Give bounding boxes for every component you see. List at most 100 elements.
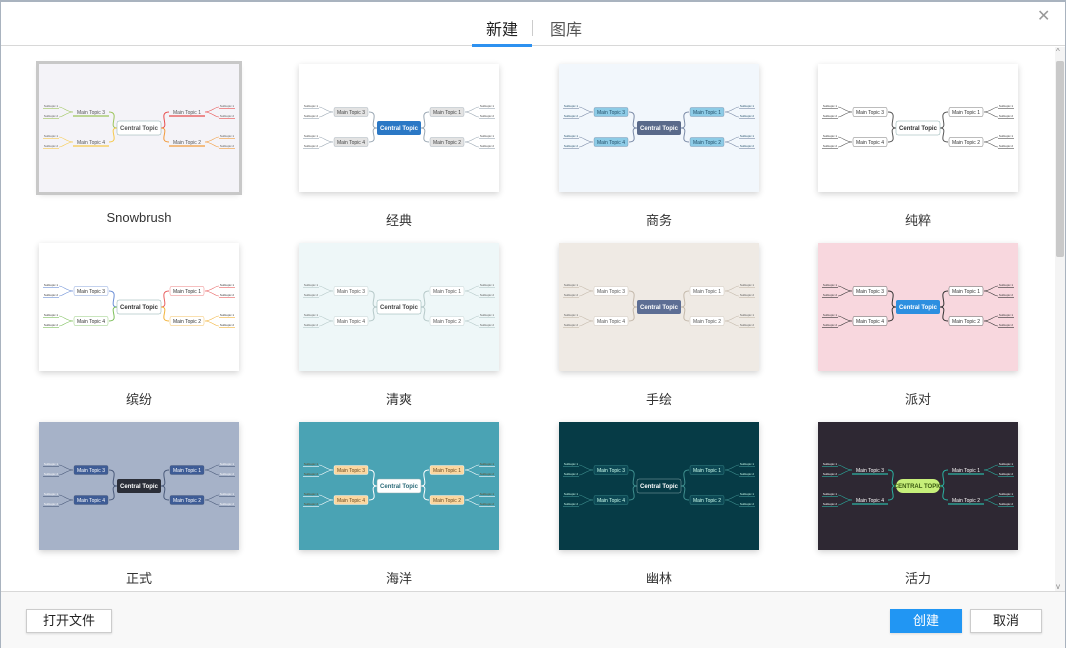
template-name[interactable]: Snowbrush <box>106 210 172 225</box>
branch-line <box>108 485 118 501</box>
sub-branch-line <box>578 499 594 506</box>
scroll-down-icon[interactable]: v <box>1056 582 1060 591</box>
template-name[interactable]: 派对 <box>904 392 931 407</box>
sub-branch-line <box>837 111 853 118</box>
subtopic-label: Subtopic 2 <box>44 144 59 148</box>
subtopic-label: Subtopic 1 <box>999 104 1014 108</box>
cancel-button[interactable]: 取消 <box>970 609 1042 633</box>
scrollbar[interactable]: ^ v <box>1055 47 1065 591</box>
branch-line <box>368 485 378 501</box>
branch-line <box>108 127 118 143</box>
subtopic-label: Subtopic 2 <box>564 502 579 506</box>
branch-line <box>680 111 690 129</box>
template-name[interactable]: 经典 <box>385 213 412 228</box>
subtopic-label: Subtopic 2 <box>220 293 235 297</box>
subtopic-label: Subtopic 1 <box>740 104 755 108</box>
sub-branch-line <box>983 111 999 118</box>
main-topic-label: Main Topic 2 <box>173 498 201 504</box>
branch-line <box>160 485 170 501</box>
sub-branch-line <box>204 141 220 148</box>
main-topic-label: Main Topic 1 <box>173 468 201 474</box>
central-topic-box <box>636 478 682 494</box>
template-name[interactable]: 幽林 <box>645 571 672 586</box>
template-name[interactable]: 海洋 <box>385 571 412 586</box>
sub-branch-line <box>837 290 853 297</box>
template-name[interactable]: 手绘 <box>645 392 672 407</box>
subtopic-label: Subtopic 2 <box>304 323 319 327</box>
subtopic-label: Subtopic 2 <box>999 472 1014 476</box>
subtopic-label: Subtopic 1 <box>44 313 59 317</box>
subtopic-label: Subtopic 2 <box>304 114 319 118</box>
branch-line <box>628 469 638 487</box>
main-topic-label: Main Topic 2 <box>693 498 721 504</box>
subtopic-label: Subtopic 1 <box>823 134 838 138</box>
scrollbar-thumb[interactable] <box>1056 61 1064 257</box>
main-topic-box <box>689 286 725 296</box>
open-file-button[interactable]: 打开文件 <box>26 609 112 633</box>
sub-branch-line <box>464 141 480 148</box>
branch-line <box>160 469 170 487</box>
sub-branch-line <box>983 499 999 506</box>
branch-line <box>368 469 378 487</box>
template-name[interactable]: 商务 <box>645 213 672 228</box>
tab-new[interactable]: 新建 <box>471 16 533 47</box>
subtopic-label: Subtopic 2 <box>480 502 495 506</box>
branch-line <box>420 306 430 322</box>
central-topic-label: CENTRAL TOPIC <box>894 484 943 490</box>
template-name[interactable]: 正式 <box>125 571 152 586</box>
subtopic-label: Subtopic 2 <box>823 293 838 297</box>
subtopic-label: Subtopic 1 <box>480 492 495 496</box>
subtopic-label: Subtopic 1 <box>44 283 59 287</box>
branch-line <box>680 127 690 143</box>
close-icon[interactable]: ✕ <box>1037 8 1051 25</box>
main-topic-label: Main Topic 2 <box>433 140 461 146</box>
tab-gallery[interactable]: 图库 <box>550 22 583 39</box>
branch-line <box>680 469 690 487</box>
main-topic-box <box>429 316 465 326</box>
subtopic-label: Subtopic 2 <box>220 502 235 506</box>
template-name[interactable]: 缤纷 <box>125 392 152 407</box>
branch-line <box>887 469 897 487</box>
template-name[interactable]: 纯粹 <box>904 213 931 228</box>
central-topic-box <box>896 479 940 493</box>
subtopic-label: Subtopic 2 <box>44 114 59 118</box>
create-button[interactable]: 创建 <box>890 609 962 633</box>
main-topic-box <box>593 495 629 505</box>
scroll-up-icon[interactable]: ^ <box>1056 47 1060 56</box>
subtopic-label: Subtopic 2 <box>480 144 495 148</box>
main-topic-label: Main Topic 3 <box>597 289 625 295</box>
branch-line <box>420 127 430 143</box>
main-topic-label: Main Topic 3 <box>337 468 365 474</box>
branch-line <box>628 306 638 322</box>
sub-branch-line <box>724 499 740 506</box>
branch-line <box>628 127 638 143</box>
main-topic-label: Main Topic 1 <box>693 468 721 474</box>
main-topic-box <box>948 137 984 147</box>
main-topic-label: Main Topic 2 <box>173 319 201 325</box>
subtopic-label: Subtopic 2 <box>44 472 59 476</box>
sub-branch-line <box>464 320 480 327</box>
branch-line <box>939 485 949 501</box>
main-topic-box <box>333 107 369 117</box>
main-topic-box <box>948 286 984 296</box>
subtopic-label: Subtopic 2 <box>740 323 755 327</box>
sub-branch-line <box>724 141 740 148</box>
central-topic-label: Central Topic <box>380 484 419 490</box>
branch-line <box>887 127 897 143</box>
template-name[interactable]: 清爽 <box>385 392 412 407</box>
sub-branch-line <box>578 111 594 118</box>
subtopic-label: Subtopic 1 <box>304 462 319 466</box>
template-name[interactable]: 活力 <box>904 571 931 586</box>
